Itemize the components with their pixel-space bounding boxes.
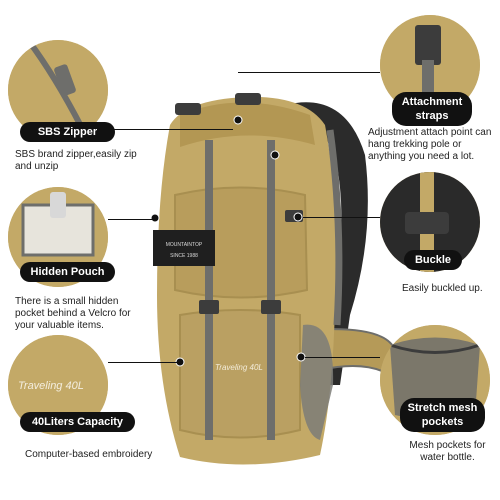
hidden-pouch-label: Hidden Pouch: [20, 262, 115, 282]
mesh-pocket-label: Stretch mesh pockets: [400, 398, 485, 432]
capacity-desc: Computer-based embroidery: [25, 449, 153, 460]
zipper-connector: [108, 129, 233, 130]
patch-since-text: SINCE 1988: [170, 253, 198, 259]
embroidery-text: Traveling 40L: [215, 363, 263, 372]
backpack-illustration: MOUNTAINTOP SINCE 1988 Traveling 40L: [150, 93, 397, 465]
hidden-pouch-desc: There is a small hidden pocket behind a …: [15, 296, 131, 331]
hidden-pouch-connector: [108, 219, 154, 220]
mesh-pocket-desc: Mesh pockets for water bottle.: [409, 440, 486, 463]
attachment-desc: Adjustment attach point can hang trekkin…: [368, 127, 492, 162]
buckle-desc: Easily buckled up.: [402, 283, 483, 294]
buckle-connector: [303, 217, 380, 218]
zipper-desc: SBS brand zipper,easily zip and unzip: [15, 149, 137, 172]
mesh-pocket-connector: [305, 357, 380, 358]
attachment-label: Attachment straps: [392, 92, 472, 126]
zipper-label: SBS Zipper: [20, 122, 115, 142]
patch-brand-text: MOUNTAINTOP: [166, 242, 203, 248]
attachment-connector: [238, 72, 380, 73]
capacity-label: 40Liters Capacity: [20, 412, 135, 432]
capacity-embroidery-text: Traveling 40L: [18, 380, 84, 392]
buckle-label: Buckle: [404, 250, 462, 270]
capacity-connector: [108, 362, 180, 363]
